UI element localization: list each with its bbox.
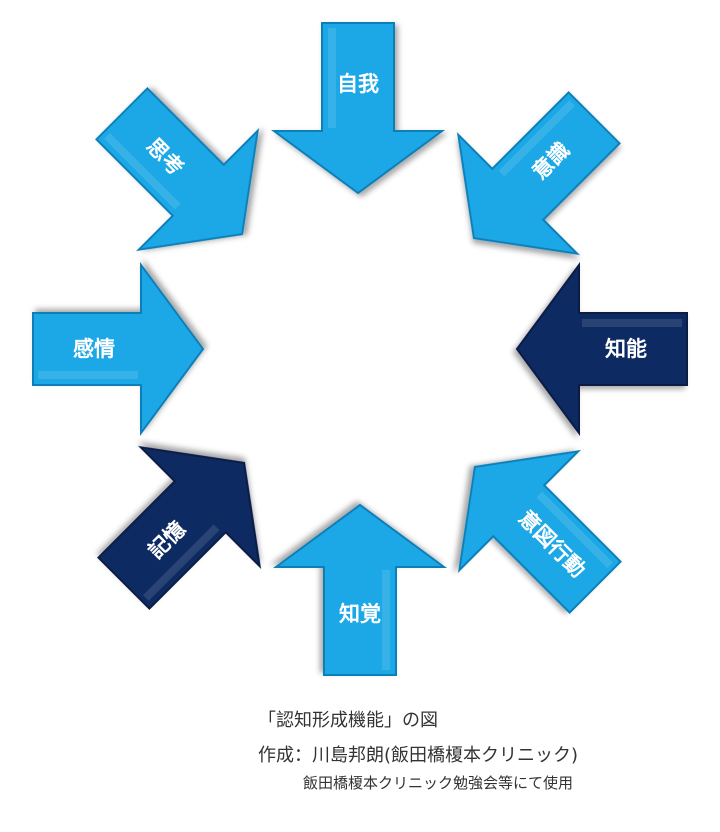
arrow-shape [456, 91, 621, 256]
arrow-top-right: 意識 [456, 91, 621, 256]
arrow-bottom-left: 記憶 [97, 445, 262, 610]
arrow-label-right: 知能 [605, 337, 647, 361]
arrow-shape [97, 445, 262, 610]
arrow-label-top: 自我 [337, 72, 379, 96]
arrow-highlight [582, 319, 682, 327]
arrow-shape [515, 261, 688, 437]
arrow-highlight [382, 570, 390, 670]
arrow-top: 自我 [270, 22, 446, 195]
arrow-shape [457, 449, 622, 614]
arrow-highlight [38, 371, 138, 379]
arrow-highlight [142, 524, 220, 601]
arrow-highlight [536, 491, 613, 569]
arrow-highlight [104, 132, 181, 210]
arrow-top-left: 思考 [95, 87, 260, 252]
arrow-bottom-right: 意図行動 [457, 449, 622, 614]
caption-usage: 飯田橋榎本クリニック勉強会等にて使用 [303, 774, 574, 792]
arrow-shape [95, 87, 260, 252]
arrow-left: 感情 [32, 261, 205, 437]
arrow-shape [272, 503, 448, 676]
arrow-label-left: 感情 [73, 337, 115, 361]
arrow-label-bottom: 知覚 [339, 602, 381, 626]
arrow-highlight [498, 100, 576, 177]
caption-title: 「認知形成機能」の図 [258, 710, 438, 731]
arrow-shape [270, 22, 446, 195]
caption-author: 作成：川島邦朗(飯田橋榎本クリニック) [258, 745, 579, 766]
arrow-highlight [328, 28, 336, 128]
arrow-shape [32, 261, 205, 437]
arrow-bottom: 知覚 [272, 503, 448, 676]
arrow-right: 知能 [515, 261, 688, 437]
